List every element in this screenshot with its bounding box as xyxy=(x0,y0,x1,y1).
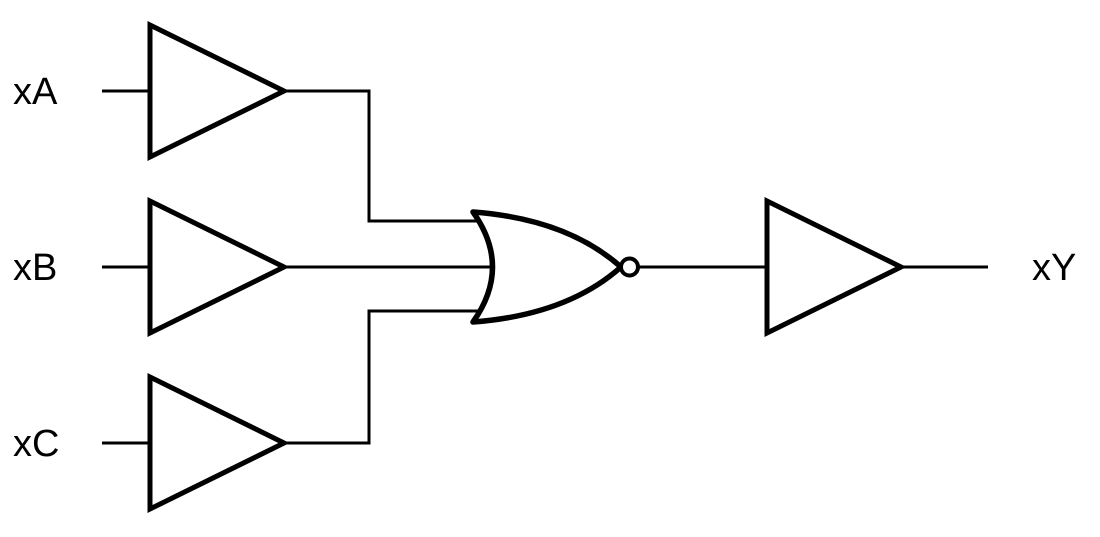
wire-buffer-a-to-nor xyxy=(284,89,505,223)
output-label: xY xyxy=(1032,247,1076,289)
wire-buffer-c-to-nor xyxy=(284,309,505,445)
input-b-label: xB xyxy=(13,247,57,289)
input-a-label: xA xyxy=(13,71,58,113)
input-c-label: xC xyxy=(13,423,59,465)
buffer-c-triangle xyxy=(147,372,290,514)
nor-gate-body xyxy=(470,209,624,325)
nor-inversion-bubble xyxy=(619,256,640,278)
output-buffer-triangle xyxy=(764,196,907,338)
buffer-b-triangle xyxy=(147,196,290,338)
buffer-a-triangle xyxy=(147,20,290,162)
